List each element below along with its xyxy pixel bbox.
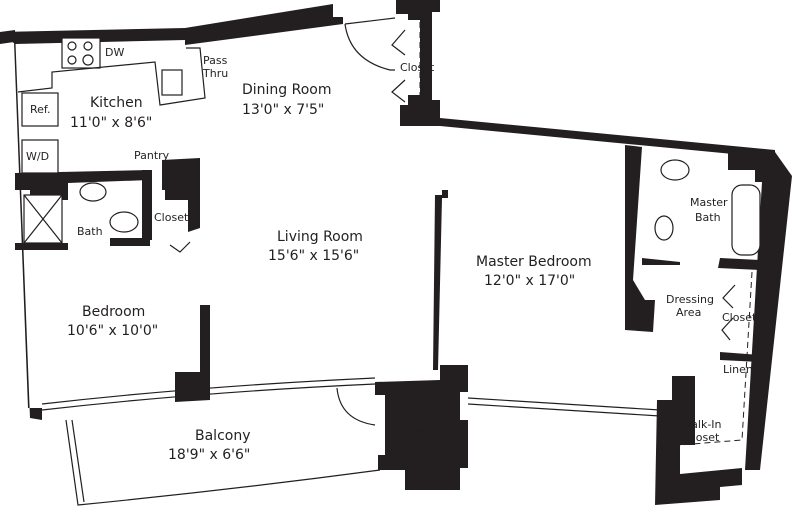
bedroom-size: 10'6" x 10'0" bbox=[67, 323, 158, 339]
walk-in-block bbox=[655, 376, 742, 505]
right-outer-wall bbox=[728, 152, 792, 470]
bedroom-name: Bedroom bbox=[82, 304, 145, 320]
master-toilet-icon bbox=[660, 159, 690, 181]
balcony-door-swing bbox=[336, 387, 376, 426]
living-size: 15'6" x 15'6" bbox=[268, 248, 359, 264]
living-name: Living Room bbox=[277, 229, 363, 245]
ref-label: Ref. bbox=[30, 103, 51, 116]
window-line-master bbox=[467, 397, 661, 417]
kitchen-name: Kitchen bbox=[90, 95, 143, 111]
pantry-label: Pantry bbox=[134, 149, 170, 162]
master-bath-label-1: Master bbox=[690, 196, 728, 209]
bath-closet-label: Closet bbox=[154, 211, 189, 224]
balcony-outline bbox=[65, 419, 381, 506]
master-closet-label: Closet bbox=[722, 311, 757, 324]
bath-bottom-wall-2 bbox=[110, 238, 150, 246]
kitchen-bath-wall bbox=[15, 170, 150, 200]
toilet-icon bbox=[109, 211, 139, 233]
mech-label: Mech. bbox=[398, 426, 431, 439]
walk-in-label-1: Walk-In bbox=[681, 418, 722, 431]
master-bath-label-2: Bath bbox=[695, 211, 721, 224]
bath-label: Bath bbox=[77, 225, 103, 238]
balcony-name: Balcony bbox=[195, 428, 251, 444]
closet-doors bbox=[169, 29, 736, 341]
dressing-label-1: Dressing bbox=[666, 293, 714, 306]
dining-closet-label: Closet bbox=[400, 61, 435, 74]
master-top-wall bbox=[440, 118, 775, 158]
closet-master-wall bbox=[720, 352, 760, 362]
walk-in-label-2: Closet bbox=[685, 431, 720, 444]
refrigerator-icon bbox=[21, 92, 59, 127]
dining-door-swing bbox=[344, 17, 396, 71]
pantry-wall bbox=[162, 158, 200, 232]
bedroom-wall bbox=[175, 305, 210, 402]
dining-closet-block bbox=[396, 0, 440, 126]
left-outer-wall bbox=[0, 30, 42, 420]
dining-name: Dining Room bbox=[242, 82, 332, 98]
top-wall-block bbox=[185, 4, 343, 45]
master-bath-divider bbox=[642, 258, 680, 265]
pass-thru-label-2: Thru bbox=[202, 67, 228, 80]
sink-icon bbox=[161, 69, 183, 96]
pass-thru-label-1: Pass bbox=[203, 54, 228, 67]
bathtub-icon bbox=[731, 184, 761, 256]
dressing-label-2: Area bbox=[676, 306, 701, 319]
bath-bottom-wall bbox=[15, 243, 68, 250]
master-sink-icon bbox=[654, 215, 674, 241]
tub-wall bbox=[718, 258, 760, 270]
master-bath-left-wall bbox=[625, 145, 655, 332]
balcony-size: 18'9" x 6'6" bbox=[168, 447, 250, 463]
stove-icon bbox=[61, 37, 101, 69]
kitchen-counter bbox=[17, 47, 206, 106]
washer-dryer-icon bbox=[21, 139, 59, 174]
top-wall-left bbox=[0, 28, 185, 44]
walls bbox=[0, 0, 792, 505]
master-size: 12'0" x 17'0" bbox=[484, 273, 575, 289]
mech-block bbox=[375, 365, 468, 490]
bath-sink-icon bbox=[79, 182, 107, 202]
living-master-divider bbox=[433, 190, 448, 370]
kitchen-size: 11'0" x 8'6" bbox=[70, 115, 152, 131]
bath-right-wall bbox=[142, 170, 152, 240]
linen-label: Linen bbox=[723, 363, 753, 376]
master-name: Master Bedroom bbox=[476, 254, 592, 270]
dining-size: 13'0" x 7'5" bbox=[242, 102, 324, 118]
wd-label: W/D bbox=[26, 150, 49, 163]
window-line-living bbox=[41, 377, 376, 411]
dishwasher-label: DW bbox=[105, 46, 124, 59]
